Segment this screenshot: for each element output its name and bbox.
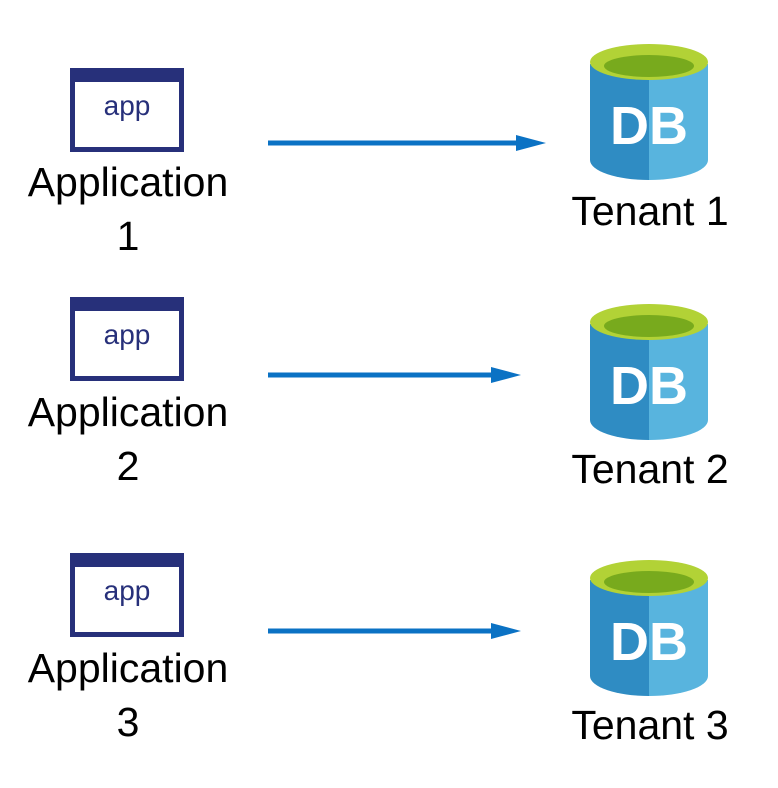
app-icon-text: app xyxy=(104,319,151,350)
application-label-line2: 2 xyxy=(116,443,140,489)
application-label: Application 3 xyxy=(10,641,246,749)
app-window-icon: app xyxy=(70,553,184,637)
application-label-line1: Application xyxy=(27,645,229,691)
database-cylinder-icon: DB xyxy=(590,44,708,180)
application-tenant-pair-3: app Application 3 DB Tenant 3 xyxy=(0,488,778,748)
application-label-line2: 3 xyxy=(116,699,140,745)
tenant-label: Tenant 1 xyxy=(571,188,729,234)
tenant-label: Tenant 2 xyxy=(571,446,729,492)
app-window-icon: app xyxy=(70,297,184,381)
app-window-icon: app xyxy=(70,68,184,152)
application-tenant-pair-1: app Application 1 DB Tenant 1 xyxy=(0,0,778,259)
database-cylinder-icon: DB xyxy=(590,304,708,440)
application-label: Application 2 xyxy=(10,385,246,493)
db-icon-text: DB xyxy=(610,96,688,156)
right-arrow xyxy=(268,623,521,639)
db-icon-text: DB xyxy=(610,356,688,416)
application-label-line1: Application xyxy=(27,389,229,435)
application-tenant-pair-2: app Application 2 DB Tenant 2 xyxy=(0,232,778,492)
right-arrow xyxy=(268,135,546,151)
application-label: Application 1 xyxy=(10,155,246,263)
right-arrow xyxy=(268,367,521,383)
app-icon-text: app xyxy=(104,90,151,121)
application-label-line1: Application xyxy=(27,159,229,205)
tenant-label: Tenant 3 xyxy=(571,702,729,748)
db-icon-text: DB xyxy=(610,612,688,672)
app-icon-text: app xyxy=(104,575,151,606)
database-cylinder-icon: DB xyxy=(590,560,708,696)
application-label-line2: 1 xyxy=(116,213,140,259)
